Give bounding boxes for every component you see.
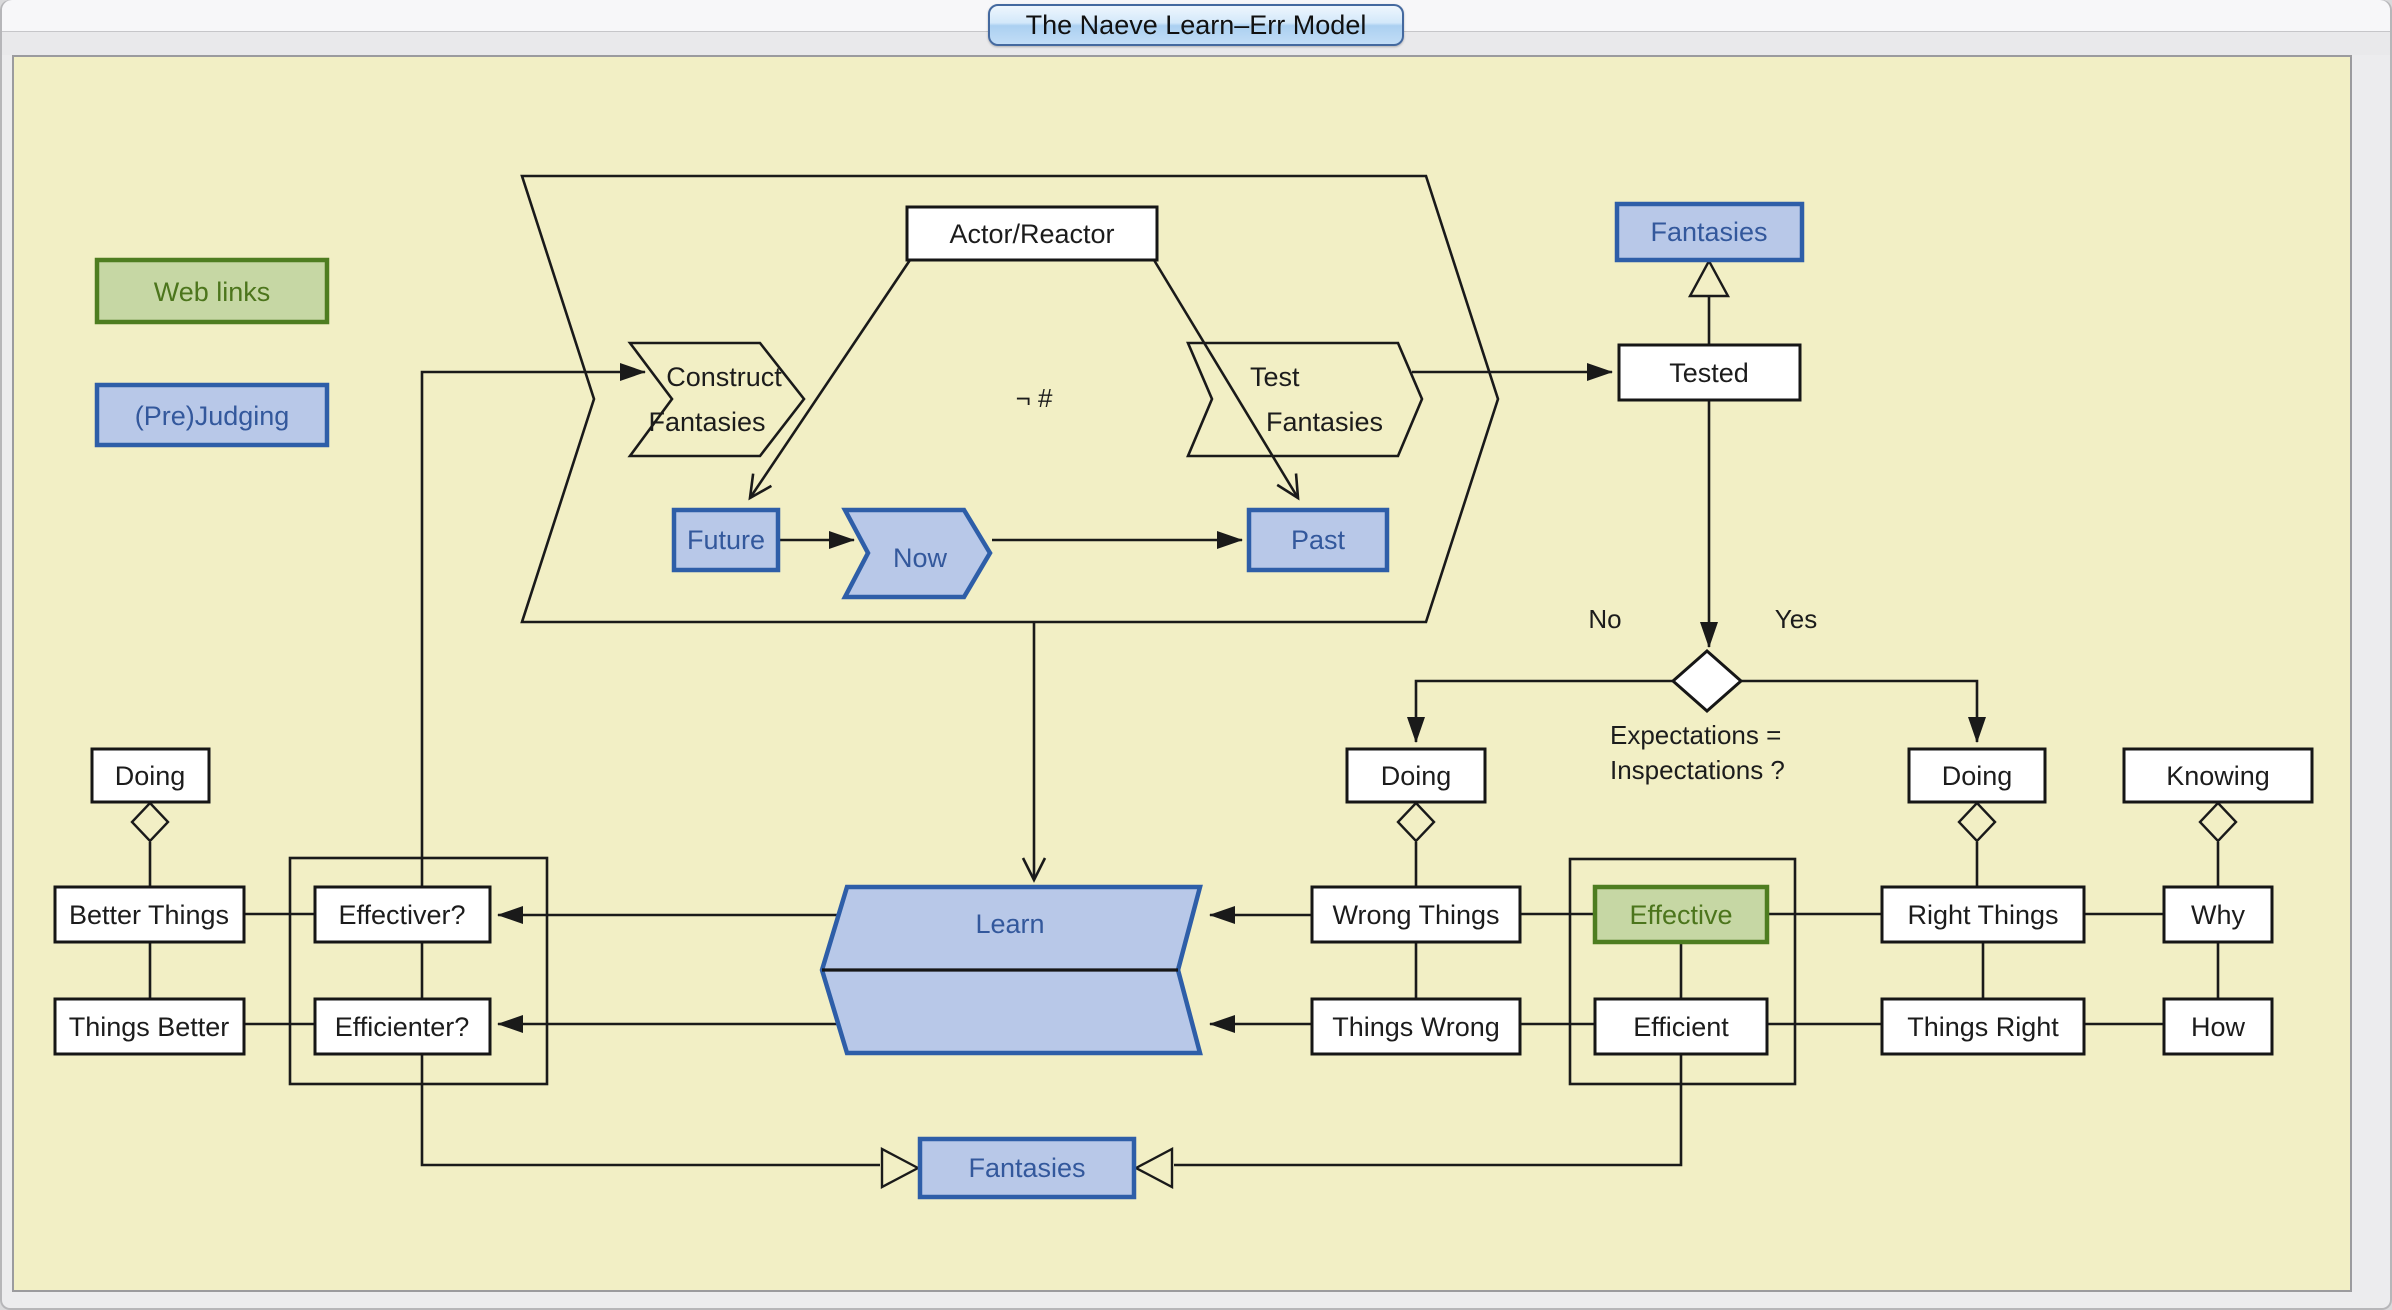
node-fantasies-bottom[interactable]: Fantasies — [917, 1136, 1137, 1200]
node-doing-right[interactable]: Doing — [1907, 747, 2047, 804]
learn-label: Learn — [975, 909, 1044, 939]
effectiver-group-outline[interactable] — [288, 856, 549, 1086]
actor-system-boundary[interactable] — [520, 174, 1500, 624]
test-fantasies-line2: Fantasies — [1266, 407, 1383, 437]
things-right-label: Things Right — [1907, 1012, 2059, 1042]
node-doing-left[interactable]: Doing — [90, 747, 211, 804]
actor-reactor-label: Actor/Reactor — [949, 219, 1114, 249]
right-things-label: Right Things — [1907, 900, 2058, 930]
web-links-label: Web links — [154, 277, 271, 307]
node-things-wrong[interactable]: Things Wrong — [1310, 997, 1522, 1056]
node-construct-fantasies[interactable]: Construct Fantasies — [627, 341, 806, 458]
future-label: Future — [687, 525, 765, 555]
node-things-right[interactable]: Things Right — [1880, 997, 2086, 1056]
node-effectiver[interactable]: Effectiver? — [313, 885, 492, 944]
doing-mid-label: Doing — [1381, 761, 1452, 791]
how-label: How — [2191, 1012, 2246, 1042]
node-right-things[interactable]: Right Things — [1880, 885, 2086, 944]
now-label: Now — [893, 543, 948, 573]
inequality-annotation: ¬ # — [1016, 383, 1053, 413]
prejudging-label: (Pre)Judging — [135, 401, 290, 431]
decision-question-line1: Expectations = — [1610, 720, 1781, 750]
efficienter-label: Efficienter? — [335, 1012, 470, 1042]
construct-fantasies-line1: Construct — [666, 362, 782, 392]
node-knowing[interactable]: Knowing — [2122, 747, 2314, 804]
node-past[interactable]: Past — [1246, 507, 1390, 573]
why-label: Why — [2191, 900, 2246, 930]
effective-group-outline[interactable] — [1568, 857, 1797, 1086]
node-learn[interactable]: Learn — [819, 884, 1203, 1056]
node-test-fantasies[interactable]: Test Fantasies — [1186, 341, 1424, 458]
things-wrong-label: Things Wrong — [1332, 1012, 1500, 1042]
node-prejudging[interactable]: (Pre)Judging — [94, 382, 330, 448]
arrow-lines — [420, 259, 1986, 1033]
knowing-label: Knowing — [2166, 761, 2270, 791]
node-now[interactable]: Now — [841, 507, 993, 600]
generalization-triangle-bottom-left — [880, 1147, 921, 1189]
doing-left-label: Doing — [115, 761, 186, 791]
node-web-links[interactable]: Web links — [94, 257, 330, 325]
node-how[interactable]: How — [2162, 997, 2274, 1056]
decision-question-line2: Inspectations ? — [1610, 755, 1785, 785]
node-things-better[interactable]: Things Better — [53, 997, 246, 1056]
past-label: Past — [1291, 525, 1346, 555]
fantasies-top-label: Fantasies — [1650, 217, 1767, 247]
decision-diamond[interactable] — [1670, 648, 1744, 714]
node-fantasies-top[interactable]: Fantasies — [1614, 201, 1805, 263]
fantasies-bottom-label: Fantasies — [968, 1153, 1085, 1183]
tested-label: Tested — [1669, 358, 1749, 388]
better-things-label: Better Things — [69, 900, 229, 930]
wrong-things-label: Wrong Things — [1332, 900, 1499, 930]
aggregation-diamond-doing-left — [130, 801, 170, 843]
effectiver-label: Effectiver? — [338, 900, 465, 930]
node-doing-mid[interactable]: Doing — [1345, 747, 1487, 804]
node-efficient[interactable]: Efficient — [1593, 997, 1769, 1056]
generalization-triangle-top — [1687, 258, 1731, 298]
aggregation-diamond-doing-right — [1957, 801, 1997, 843]
test-fantasies-line1: Test — [1250, 362, 1300, 392]
diagram-title-tab[interactable]: The Naeve Learn–Err Model — [988, 4, 1404, 46]
doing-right-label: Doing — [1942, 761, 2013, 791]
aggregation-diamond-knowing — [2198, 801, 2238, 843]
diagram-canvas[interactable]: Web links (Pre)Judging Actor/Reactor Con… — [12, 55, 2352, 1292]
effective-label: Effective — [1629, 900, 1732, 930]
connector-lines — [148, 297, 2220, 1167]
diagram-svg: Web links (Pre)Judging Actor/Reactor Con… — [53, 174, 2314, 1200]
construct-fantasies-line2: Fantasies — [648, 407, 765, 437]
node-wrong-things[interactable]: Wrong Things — [1310, 885, 1522, 944]
node-actor-reactor[interactable]: Actor/Reactor — [905, 205, 1159, 262]
node-better-things[interactable]: Better Things — [53, 885, 246, 944]
node-efficienter[interactable]: Efficienter? — [313, 997, 492, 1056]
aggregation-diamond-doing-mid — [1396, 801, 1436, 843]
node-why[interactable]: Why — [2162, 885, 2274, 944]
efficient-label: Efficient — [1633, 1012, 1729, 1042]
branch-no-label: No — [1588, 604, 1621, 634]
node-tested[interactable]: Tested — [1617, 343, 1802, 402]
node-effective[interactable]: Effective — [1592, 884, 1770, 945]
node-future[interactable]: Future — [671, 507, 781, 573]
branch-yes-label: Yes — [1775, 604, 1817, 634]
things-better-label: Things Better — [69, 1012, 230, 1042]
generalization-triangle-bottom-right — [1133, 1147, 1174, 1189]
